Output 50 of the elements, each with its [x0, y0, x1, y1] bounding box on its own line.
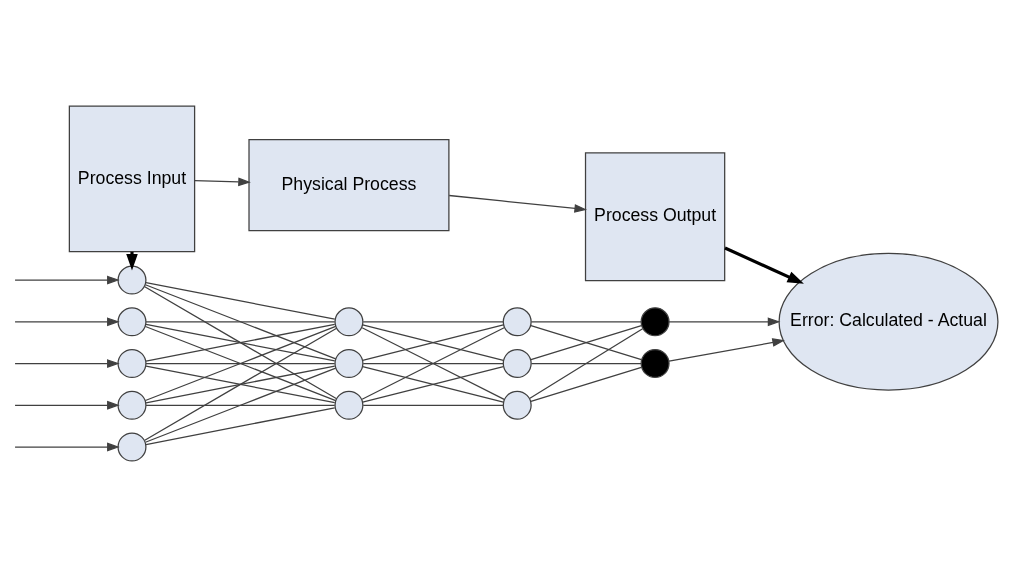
connector	[144, 364, 335, 403]
arrow	[723, 246, 804, 284]
node-circle	[333, 306, 363, 336]
connector	[144, 325, 336, 401]
node-circle	[116, 264, 147, 295]
arrow	[667, 316, 780, 326]
node-circle	[116, 348, 147, 378]
node-box: Process Input	[68, 104, 195, 252]
connector	[361, 323, 504, 361]
node-circle	[116, 390, 147, 420]
connector	[144, 283, 336, 359]
connector	[144, 406, 335, 445]
arrow	[193, 176, 251, 186]
node-circle	[333, 390, 363, 420]
node-circle	[502, 306, 532, 336]
connector	[144, 367, 336, 443]
node-circle	[640, 348, 670, 378]
connector	[529, 366, 642, 402]
arrow	[448, 194, 587, 213]
arrow	[13, 358, 120, 368]
connector	[362, 362, 504, 364]
node-circle	[116, 431, 147, 462]
connector	[529, 324, 642, 360]
node-box: Physical Process	[247, 138, 450, 231]
connector	[361, 326, 505, 400]
connector	[144, 362, 335, 364]
arrow	[13, 442, 120, 451]
connector	[143, 327, 337, 441]
arrow	[13, 275, 120, 284]
node-circle	[640, 306, 670, 336]
node-ellipse: Error: Calculated - Actual	[777, 252, 999, 391]
node-circle	[333, 348, 363, 378]
connector	[362, 404, 504, 406]
node-circle	[116, 306, 147, 336]
connector	[144, 281, 335, 320]
node-circle	[502, 348, 532, 378]
node-box: Process Output	[584, 151, 725, 281]
connector	[144, 323, 335, 362]
connector	[143, 285, 337, 399]
connector	[361, 365, 504, 403]
arrow	[667, 337, 785, 362]
arrow	[13, 400, 120, 410]
connector	[144, 404, 335, 406]
connector	[362, 320, 504, 322]
arrow	[13, 316, 120, 326]
node-circle	[502, 390, 532, 420]
connector	[144, 320, 335, 322]
connector	[530, 362, 642, 364]
connector	[530, 320, 642, 322]
connector	[528, 327, 643, 399]
